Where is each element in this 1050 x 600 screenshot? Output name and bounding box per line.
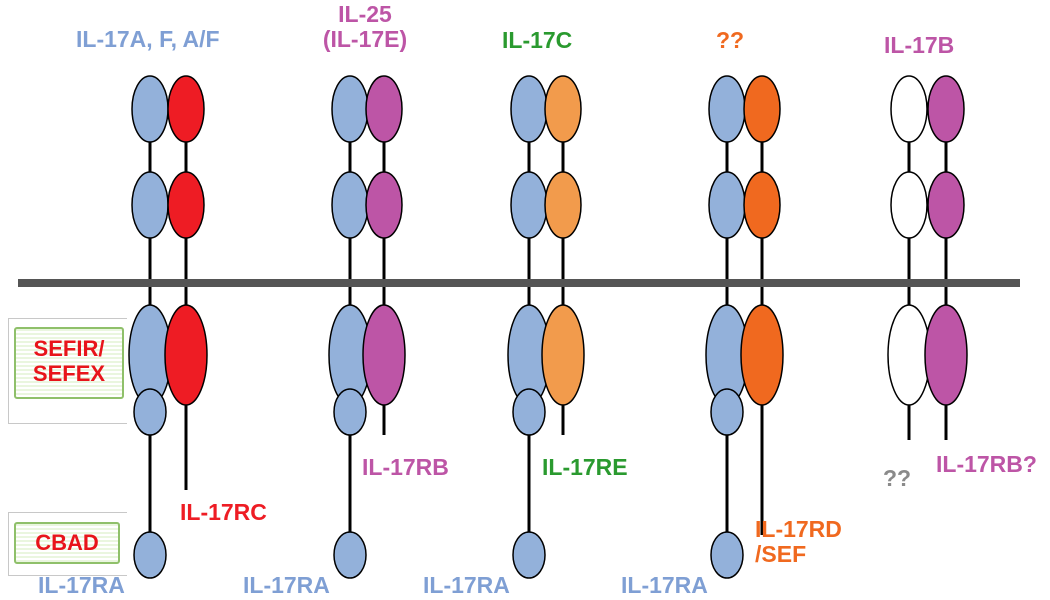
- legend-bracket-cbad: [8, 512, 127, 576]
- partner-sefir-domain-1: [164, 304, 208, 406]
- ra-domain-top-2: [331, 75, 369, 143]
- ra-cbad-domain-3: [512, 531, 546, 579]
- ra-domain-mid-4: [708, 171, 746, 239]
- receptor-label-il17rd-line2: /SEF: [755, 541, 807, 568]
- partner-domain-top-5: [927, 75, 965, 143]
- receptor-label-il17ra-3: IL-17RA: [423, 572, 510, 598]
- ra-domain-top-4: [708, 75, 746, 143]
- sefir-label: SEFIR/: [33, 336, 105, 361]
- ra-cbad-domain-1: [133, 531, 167, 579]
- receptor-label-il17ra-2: IL-17RA: [243, 572, 330, 598]
- ra-sefex-domain-4: [710, 388, 744, 436]
- ligand-label-il25: IL-25 (IL-17E): [300, 1, 430, 53]
- receptor-label-unknown: ??: [883, 465, 912, 491]
- partner-domain-mid-2: [365, 171, 403, 239]
- sefex-label: SEFEX: [32, 361, 106, 387]
- ra-cbad-domain-4: [710, 531, 744, 579]
- ligand-label-il25-line1: IL-25: [338, 1, 392, 27]
- partner-domain-mid-3: [544, 171, 582, 239]
- sefir-sefex-legend: SEFIR/ SEFEX: [14, 327, 124, 399]
- receptor-label-il17rb: IL-17RB: [362, 454, 449, 480]
- partner-sefir-domain-2: [362, 304, 406, 406]
- ra-domain-mid-5: [890, 171, 928, 239]
- partner-domain-mid-4: [743, 171, 781, 239]
- partner-sefir-domain-4: [740, 304, 784, 406]
- partner-domain-top-1: [167, 75, 205, 143]
- partner-sefir-domain-5: [924, 304, 968, 406]
- receptor-label-il17rd: IL-17RD /SEF: [755, 516, 842, 568]
- ra-domain-top-1: [131, 75, 169, 143]
- partner-domain-top-2: [365, 75, 403, 143]
- ra-domain-mid-3: [510, 171, 548, 239]
- ra-cbad-domain-2: [333, 531, 367, 579]
- ra-domain-mid-1: [131, 171, 169, 239]
- partner-domain-top-3: [544, 75, 582, 143]
- partner-domain-mid-5: [927, 171, 965, 239]
- receptor-label-il17ra-4: IL-17RA: [621, 572, 708, 598]
- ligand-label-unknown: ??: [716, 27, 745, 53]
- ra-sefex-domain-1: [133, 388, 167, 436]
- partner-domain-top-4: [743, 75, 781, 143]
- partner-domain-mid-1: [167, 171, 205, 239]
- receptor-label-il17rd-line1: IL-17RD: [755, 516, 842, 542]
- ra-domain-top-3: [510, 75, 548, 143]
- receptor-label-il17re: IL-17RE: [542, 454, 628, 480]
- partner-sefir-domain-3: [541, 304, 585, 406]
- ligand-label-il25-line2: (IL-17E): [322, 26, 408, 53]
- receptor-label-il17rc: IL-17RC: [180, 499, 267, 525]
- receptor-label-il17rb-question: IL-17RB?: [936, 451, 1037, 477]
- ra-sefir-domain-5: [887, 304, 931, 406]
- ra-domain-mid-2: [331, 171, 369, 239]
- cbad-label: CBAD: [35, 530, 99, 555]
- receptor-label-il17ra-1: IL-17RA: [38, 572, 125, 598]
- ra-domain-top-5: [890, 75, 928, 143]
- legend-bracket: [8, 318, 127, 424]
- ra-sefex-domain-2: [333, 388, 367, 436]
- cbad-legend: CBAD: [14, 522, 120, 564]
- ligand-label-il17c: IL-17C: [502, 27, 573, 53]
- ligand-label-il17b: IL-17B: [884, 32, 955, 58]
- ligand-label-il17a: IL-17A, F, A/F: [76, 26, 220, 52]
- ra-sefex-domain-3: [512, 388, 546, 436]
